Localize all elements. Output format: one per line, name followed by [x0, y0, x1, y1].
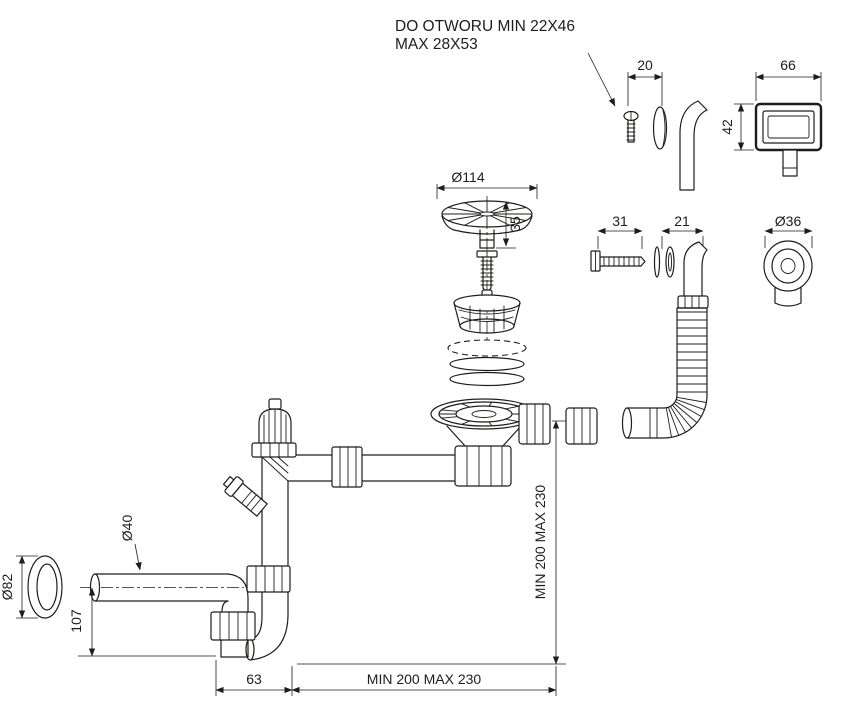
- dishwasher-cap: [258, 398, 292, 445]
- gasket-lower: [449, 371, 525, 387]
- dim-107-label: 107: [68, 609, 84, 633]
- dim-114-label: Ø114: [451, 169, 484, 185]
- tee-nut: [251, 442, 297, 458]
- gasket-upper: [449, 356, 525, 372]
- dim-40-label: Ø40: [119, 515, 135, 542]
- label-pipe-diameter: Ø40: [119, 515, 142, 571]
- dim-trap-offset: 63: [215, 660, 293, 696]
- dim-82-label: Ø82: [0, 574, 15, 601]
- washer-large: [665, 246, 675, 278]
- dim-wall-height: 107: [68, 587, 216, 657]
- dim-horizontal-range: MIN 200 MAX 230: [291, 666, 557, 696]
- overflow-cover-plate-side: [652, 106, 668, 150]
- wall-union-nut: [210, 611, 256, 641]
- barb-connector: [222, 476, 268, 517]
- dim-66-label: 66: [780, 57, 796, 73]
- pipe-union-nut: [331, 446, 363, 488]
- dim-63-label: 63: [246, 671, 262, 687]
- wall-elbow: [221, 573, 249, 613]
- vertical-union-nut: [246, 565, 291, 593]
- washer-small: [653, 246, 661, 278]
- dim-cover-width: 66: [755, 57, 822, 101]
- dim-horizontal-range-label: MIN 200 MAX 230: [367, 671, 482, 687]
- dim-cover-height: 42: [719, 103, 754, 151]
- hole-note: DO OTWORU MIN 22X46 MAX 28X53: [395, 18, 616, 107]
- tailpiece-nut: [454, 445, 512, 487]
- drain-taper: [446, 425, 522, 448]
- dim-21-label: 21: [674, 213, 690, 229]
- note-leader-line: [587, 52, 616, 107]
- dim-strainer-height: 35: [496, 201, 523, 249]
- dim-42-label: 42: [719, 119, 735, 135]
- gasket-dashed: [447, 339, 527, 357]
- strainer-stem: [479, 229, 495, 249]
- vertical-pipe-lower: [261, 591, 289, 617]
- dim-36-label: Ø36: [775, 213, 802, 229]
- note-line-1: DO OTWORU MIN 22X46: [395, 18, 575, 35]
- dim-rosette-diameter: Ø82: [0, 555, 38, 619]
- strainer-cap: [441, 200, 533, 249]
- hose-end-cuff: [626, 407, 664, 439]
- dim-35-label: 35: [507, 216, 523, 232]
- wall-drop-pipe: [220, 639, 249, 658]
- overflow-channel: [679, 100, 708, 191]
- dim-31-label: 31: [612, 213, 628, 229]
- hose-coupling-nut: [565, 407, 598, 445]
- dim-vertical-range: MIN 200 MAX 230: [297, 420, 566, 665]
- drain-outlet-nut: [518, 403, 551, 445]
- overflow-cover-clip: [782, 149, 798, 177]
- dim-20-label: 20: [637, 57, 653, 73]
- dim-screw-length: 31: [597, 213, 643, 249]
- overflow-cover: [754, 102, 823, 177]
- overflow-elbow: [677, 241, 709, 309]
- overflow-fix-screw: [623, 110, 639, 143]
- dim-nut-diameter: Ø36: [764, 213, 813, 248]
- dim-overflow-screw-width: 20: [627, 57, 663, 106]
- dim-vertical-range-label: MIN 200 MAX 230: [532, 485, 548, 600]
- dim-strainer-diameter: Ø114: [436, 169, 538, 199]
- strainer-basket: [453, 289, 521, 334]
- corrugated-hose: [621, 307, 708, 439]
- round-nut: [763, 240, 813, 307]
- small-screw: [590, 250, 646, 272]
- wall-rosette: [27, 555, 63, 619]
- tee-body: [261, 456, 289, 567]
- note-line-2: MAX 28X53: [395, 36, 478, 53]
